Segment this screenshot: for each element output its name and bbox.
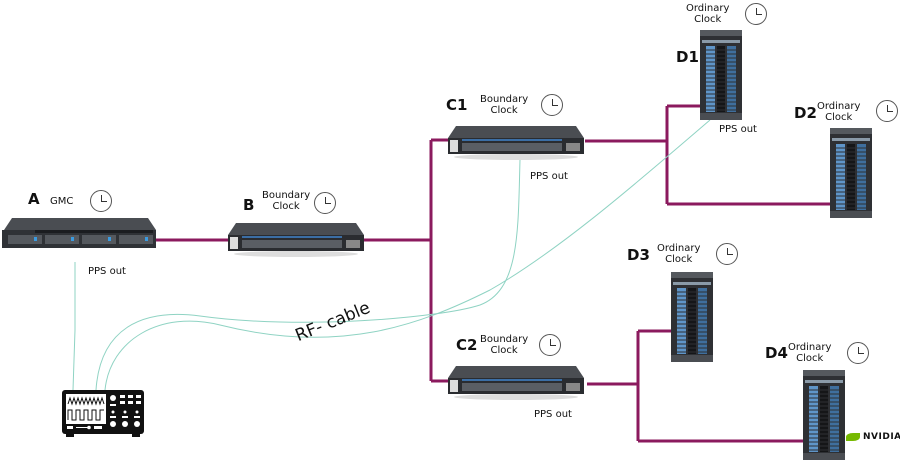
node-b-id: B (243, 196, 255, 214)
node-a-id: A (28, 190, 40, 208)
clock-icon (541, 94, 563, 116)
server-rack-d4-icon (803, 370, 845, 460)
clock-icon (745, 3, 767, 25)
switch-b-icon (228, 223, 364, 257)
server-rack-d3-icon (671, 272, 713, 362)
node-c2-role-line1: Boundary (480, 334, 529, 345)
switch-c2-icon (448, 366, 584, 400)
rf-cable-c1 (95, 159, 521, 391)
node-d4-role-line2: Clock (796, 353, 824, 364)
node-b-role-line1: Boundary (262, 190, 311, 201)
node-d4-role: Ordinary Clock (788, 342, 831, 364)
node-c1-id: C1 (446, 96, 468, 114)
nvidia-logo-text: NVIDIA (863, 432, 900, 442)
node-c1-role: Boundary Clock (480, 94, 528, 116)
node-b-role-line2: Clock (272, 201, 300, 212)
node-c2-pps-out: PPS out (534, 409, 572, 420)
node-d3-role-line2: Clock (665, 254, 693, 265)
node-d1-role-line2: Clock (694, 14, 722, 25)
node-d3-role: Ordinary Clock (657, 243, 700, 265)
node-d3-id: D3 (627, 246, 650, 264)
node-d3-role-line1: Ordinary (657, 243, 701, 254)
nvidia-logo: NVIDIA (846, 432, 900, 442)
node-c2-id: C2 (456, 336, 478, 354)
server-rack-d2-icon (830, 128, 872, 218)
node-a-pps-out: PPS out (88, 266, 126, 277)
rf-cable-a (72, 262, 76, 391)
gmc-server-icon (2, 218, 156, 248)
clock-icon (847, 342, 869, 364)
node-d1-pps-out: PPS out (719, 124, 757, 135)
clock-icon (90, 190, 112, 212)
node-d2-role-line1: Ordinary (817, 101, 861, 112)
oscilloscope-icon (62, 390, 144, 437)
nvidia-eye-icon (846, 433, 860, 441)
clock-icon (876, 100, 898, 122)
clock-icon (314, 192, 336, 214)
clock-icon (716, 243, 738, 265)
node-d1-role-line1: Ordinary (686, 3, 730, 14)
clock-icon (539, 334, 561, 356)
node-a-role: GMC (50, 196, 74, 207)
node-d1-id: D1 (676, 48, 699, 66)
node-d4-id: D4 (765, 344, 788, 362)
node-d4-role-line1: Ordinary (788, 342, 832, 353)
node-b-role: Boundary Clock (262, 190, 310, 212)
server-rack-d1-icon (700, 30, 742, 120)
node-c2-role: Boundary Clock (480, 334, 528, 356)
node-d2-role: Ordinary Clock (817, 101, 860, 123)
node-c1-role-line2: Clock (490, 105, 518, 116)
node-c1-pps-out: PPS out (530, 171, 568, 182)
node-c1-role-line1: Boundary (480, 94, 529, 105)
node-d2-id: D2 (794, 104, 817, 122)
node-d2-role-line2: Clock (825, 112, 853, 123)
switch-c1-icon (448, 126, 584, 160)
rf-cable-d1 (104, 119, 711, 391)
node-c2-role-line2: Clock (490, 345, 518, 356)
node-d1-role: Ordinary Clock (686, 3, 729, 25)
